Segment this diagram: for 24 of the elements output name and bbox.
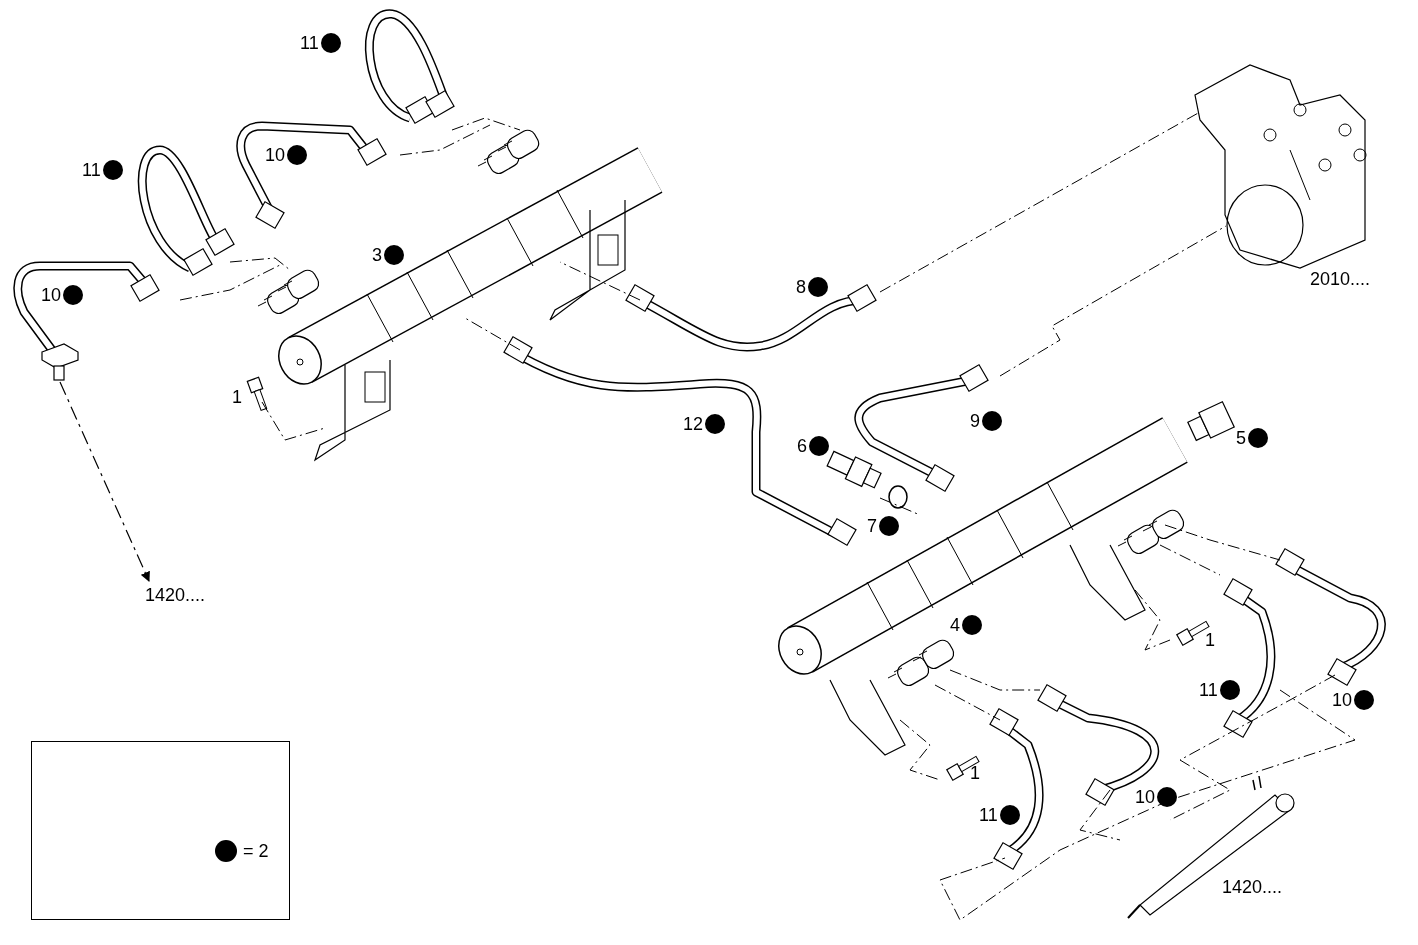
callout-number: 4 [950, 616, 960, 634]
callout-number: 3 [372, 246, 382, 264]
reference-number: 1420.... [143, 583, 208, 607]
reference-number: 2010.... [1310, 270, 1371, 288]
callout-number: 11 [1199, 681, 1218, 699]
callout-number: 5 [1236, 429, 1246, 447]
callout-number: 10 [265, 146, 286, 164]
callout-number: 6 [797, 437, 807, 455]
callout-number: 10 [1135, 788, 1156, 806]
legend-text: = 2 [243, 840, 269, 862]
callout-number: 9 [970, 412, 980, 430]
reference-number: 1 [232, 388, 242, 406]
callout-number: 10 [1332, 691, 1353, 709]
callout-number: 10 [41, 286, 62, 304]
reference-number: 1 [1205, 631, 1215, 649]
callout-number: 8 [796, 278, 806, 296]
reference-number: 1420.... [1222, 878, 1283, 896]
callout-number: 11 [979, 806, 998, 824]
callout-number: 11 [82, 161, 101, 179]
callout-number: 7 [867, 517, 877, 535]
reference-number: 1 [970, 764, 980, 782]
callout-number: 11 [300, 34, 319, 52]
callout-number: 12 [683, 415, 704, 433]
pipe-fitting [40, 340, 80, 382]
